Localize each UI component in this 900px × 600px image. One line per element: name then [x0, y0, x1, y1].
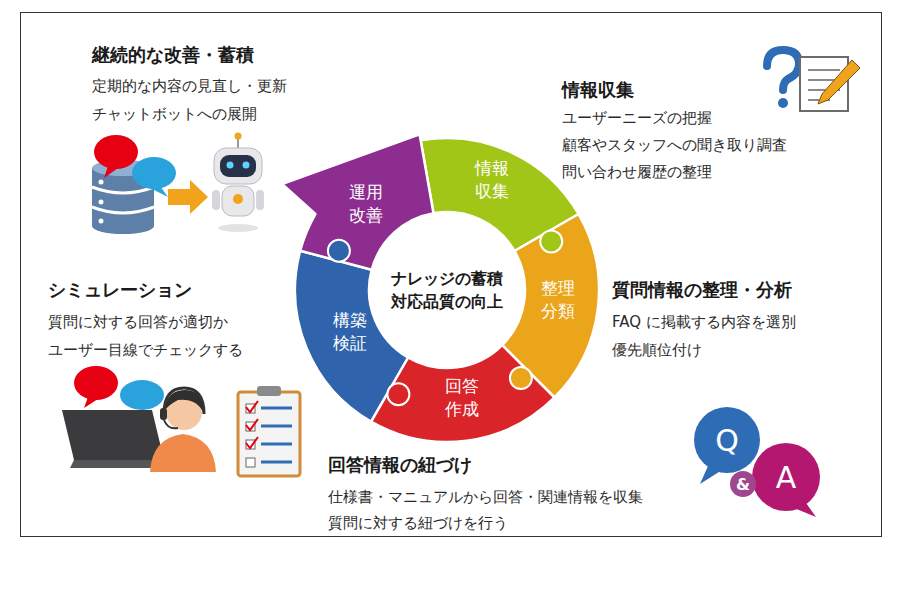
question-icon [767, 50, 799, 108]
checklist-icon-part [246, 437, 258, 448]
qa-letter: A [776, 460, 797, 495]
laptop-icon-part [84, 397, 98, 408]
operator-icon [150, 388, 216, 472]
segment-label: 情報 収集 [472, 157, 511, 203]
checklist-icon-part [246, 419, 258, 430]
checklist-icon-part [257, 386, 281, 396]
speech-bubbles-part [94, 135, 138, 169]
checklist-icon-part [261, 461, 292, 464]
checklist-icon-part [238, 392, 300, 476]
operator-icon-part [164, 388, 204, 414]
checklist-icon-part [261, 443, 292, 446]
robot-icon-part [220, 155, 256, 177]
laptop-icon-part [62, 410, 164, 460]
segment-fill [502, 214, 599, 398]
step-note: ユーザーニーズの把握 [562, 109, 712, 128]
robot-icon-part [218, 224, 258, 232]
operator-icon-part [150, 434, 216, 472]
step-note: 優先順位付け [612, 341, 702, 360]
step-note: 定期的な内容の見直し・更新 [92, 77, 287, 96]
database-icon-part [99, 219, 104, 224]
database-icon-part [92, 207, 154, 213]
robot-icon-part [235, 133, 242, 140]
qa-letter: Q [715, 423, 739, 458]
puzzle-knob [387, 383, 409, 405]
speech-bubbles-part [150, 186, 168, 197]
qa-bubbles-part [694, 407, 760, 473]
step-note: チャットボットへの展開 [92, 105, 257, 124]
step-note: 質問に対する紐づけを行う [328, 514, 508, 533]
database-icon-part [99, 200, 104, 205]
robot-icon-part [227, 162, 234, 169]
puzzle-knob [540, 230, 562, 252]
database-icon-part [99, 180, 104, 185]
puzzle-knob [510, 367, 532, 389]
qa-bubbles-part [730, 471, 756, 497]
step-note: FAQ に掲載する内容を選別 [612, 313, 796, 332]
step-heading: 継続的な改善・蓄積 [92, 43, 254, 67]
question-icon-part [767, 50, 799, 90]
qa-bubbles [694, 407, 820, 517]
paper-icon-part [808, 69, 840, 71]
step-heading: 情報収集 [562, 78, 634, 102]
center-label: ナレッジの蓄積 対応品質の向上 [386, 267, 508, 313]
step-heading: 回答情報の紐づけ [328, 453, 472, 477]
paper-icon [800, 57, 860, 111]
speech-bubbles [94, 135, 176, 197]
robot-icon-part [222, 186, 254, 216]
step-heading: 質問情報の整理・分析 [612, 278, 792, 302]
arrow-icon [168, 180, 208, 214]
speech-bubbles-part [132, 157, 176, 189]
checklist-icon-part [261, 407, 292, 410]
checklist-icon-part [246, 401, 258, 412]
qa-letter: & [736, 475, 750, 494]
robot-icon-part [243, 162, 250, 169]
qa-bubbles-part [794, 503, 816, 517]
segment-label: 回答 作成 [442, 375, 481, 421]
frame-border [21, 13, 882, 537]
checklist-icon-part [261, 425, 292, 428]
puzzle-knob [328, 240, 350, 262]
robot-icon-part [256, 190, 264, 210]
paper-icon-part [818, 60, 860, 104]
step-note: 質問に対する回答が適切か [48, 313, 228, 332]
segment-label: 運用 改善 [346, 181, 385, 227]
robot-icon-part [212, 190, 220, 210]
checklist-icon [238, 386, 300, 476]
robot-icon-part [214, 148, 262, 184]
segment-label: 整理 分類 [538, 277, 577, 323]
question-icon-part [778, 98, 788, 108]
speech-bubbles-part [104, 166, 118, 178]
database-icon-part [92, 187, 154, 193]
checklist-icon-part [246, 458, 255, 467]
robot-icon [212, 133, 264, 233]
arrow-icon-part [168, 180, 208, 214]
laptop-icon-part [120, 380, 164, 410]
qa-bubbles-part [752, 443, 820, 511]
segment-fill [282, 134, 434, 269]
step-note: 仕様書・マニュアルから回答・関連情報を収集 [328, 488, 643, 507]
laptop-icon-part [74, 366, 118, 400]
operator-icon-part [160, 408, 167, 420]
qa-bubbles-part [700, 466, 722, 484]
step-note: ユーザー目線でチェックする [48, 341, 243, 360]
step-note: 顧客やスタッフへの聞き取り調査 [562, 136, 787, 155]
segment-label: 構築 検証 [330, 309, 369, 355]
step-note: 問い合わせ履歴の整理 [562, 163, 712, 182]
database-icon-part [92, 218, 154, 234]
robot-icon-part [233, 194, 243, 204]
step-heading: シミュレーション [48, 278, 192, 302]
operator-icon-part [164, 420, 178, 428]
